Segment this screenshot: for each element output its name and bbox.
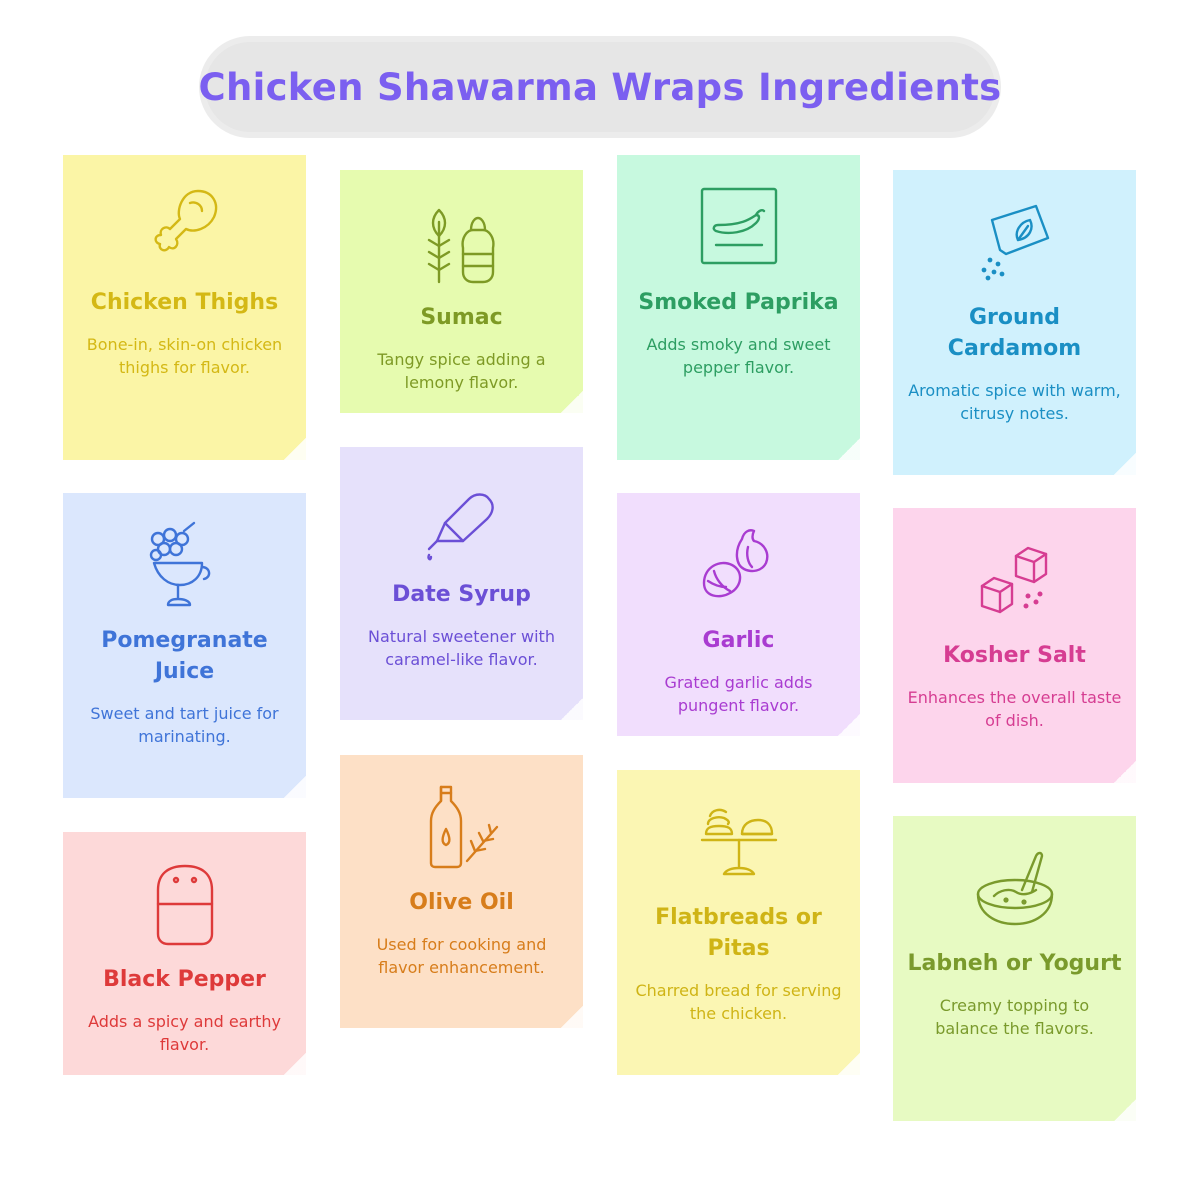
- ingredient-card: Chicken Thighs Bone-in, skin-on chicken …: [63, 155, 306, 460]
- ingredient-card: Labneh or Yogurt Creamy topping to balan…: [893, 816, 1136, 1121]
- ingredient-name: Date Syrup: [392, 582, 531, 607]
- ingredient-description: Enhances the overall taste of dish.: [907, 688, 1122, 730]
- ingredient-description: Natural sweetener with caramel-like flav…: [368, 627, 555, 669]
- ingredient-description: Creamy topping to balance the flavors.: [935, 996, 1094, 1038]
- herb-jar-icon: [417, 198, 507, 288]
- ingredient-card: Flatbreads or Pitas Charred bread for se…: [617, 770, 860, 1075]
- ingredient-description: Tangy spice adding a lemony flavor.: [377, 350, 546, 392]
- title-banner: Chicken Shawarma Wraps Ingredients: [198, 42, 1002, 132]
- fruit-glass-icon: [140, 521, 230, 611]
- ingredient-description: Adds smoky and sweet pepper flavor.: [646, 335, 831, 377]
- ingredient-description: Adds a spicy and earthy flavor.: [88, 1012, 281, 1054]
- ingredient-name: Black Pepper: [103, 967, 266, 992]
- ingredient-description: Bone-in, skin-on chicken thighs for flav…: [86, 335, 283, 377]
- ingredient-card: Sumac Tangy spice adding a lemony flavor…: [340, 170, 583, 413]
- ingredient-name: Pomegranate Juice: [101, 628, 268, 684]
- pepper-shaker-icon: [140, 860, 230, 950]
- page-title: Chicken Shawarma Wraps Ingredients: [198, 65, 1002, 109]
- syrup-bottle-icon: [417, 475, 507, 565]
- ingredient-name: Smoked Paprika: [638, 290, 839, 315]
- ingredient-name: Ground Cardamom: [947, 305, 1082, 361]
- chicken-leg-icon: [140, 183, 230, 273]
- oil-bottle-icon: [417, 783, 507, 873]
- ingredient-card: Smoked Paprika Adds smoky and sweet pepp…: [617, 155, 860, 460]
- salt-cubes-icon: [970, 536, 1060, 626]
- pepper-icon: [694, 183, 784, 273]
- ingredient-name: Garlic: [702, 628, 775, 653]
- ingredient-description: Aromatic spice with warm, citrusy notes.: [908, 381, 1121, 423]
- ingredient-card: Olive Oil Used for cooking and flavor en…: [340, 755, 583, 1028]
- ingredient-name: Flatbreads or Pitas: [655, 905, 822, 961]
- ingredient-name: Labneh or Yogurt: [907, 951, 1122, 976]
- yogurt-bowl-icon: [970, 844, 1060, 934]
- garlic-icon: [694, 521, 784, 611]
- ingredient-card: Kosher Salt Enhances the overall taste o…: [893, 508, 1136, 783]
- ingredient-description: Used for cooking and flavor enhancement.: [376, 935, 547, 977]
- ingredient-card: Pomegranate Juice Sweet and tart juice f…: [63, 493, 306, 798]
- ingredient-description: Grated garlic adds pungent flavor.: [664, 673, 813, 715]
- ingredient-description: Charred bread for serving the chicken.: [635, 981, 842, 1023]
- ingredient-name: Kosher Salt: [943, 643, 1086, 668]
- ingredient-card: Black Pepper Adds a spicy and earthy fla…: [63, 832, 306, 1075]
- ingredient-name: Sumac: [420, 305, 503, 330]
- spice-packet-icon: [970, 198, 1060, 288]
- ingredient-description: Sweet and tart juice for marinating.: [90, 704, 279, 746]
- ingredient-card: Garlic Grated garlic adds pungent flavor…: [617, 493, 860, 736]
- bread-stand-icon: [694, 798, 784, 888]
- ingredient-name: Chicken Thighs: [90, 290, 279, 315]
- ingredient-name: Olive Oil: [409, 890, 514, 915]
- ingredient-card: Ground Cardamom Aromatic spice with warm…: [893, 170, 1136, 475]
- ingredient-card: Date Syrup Natural sweetener with carame…: [340, 447, 583, 720]
